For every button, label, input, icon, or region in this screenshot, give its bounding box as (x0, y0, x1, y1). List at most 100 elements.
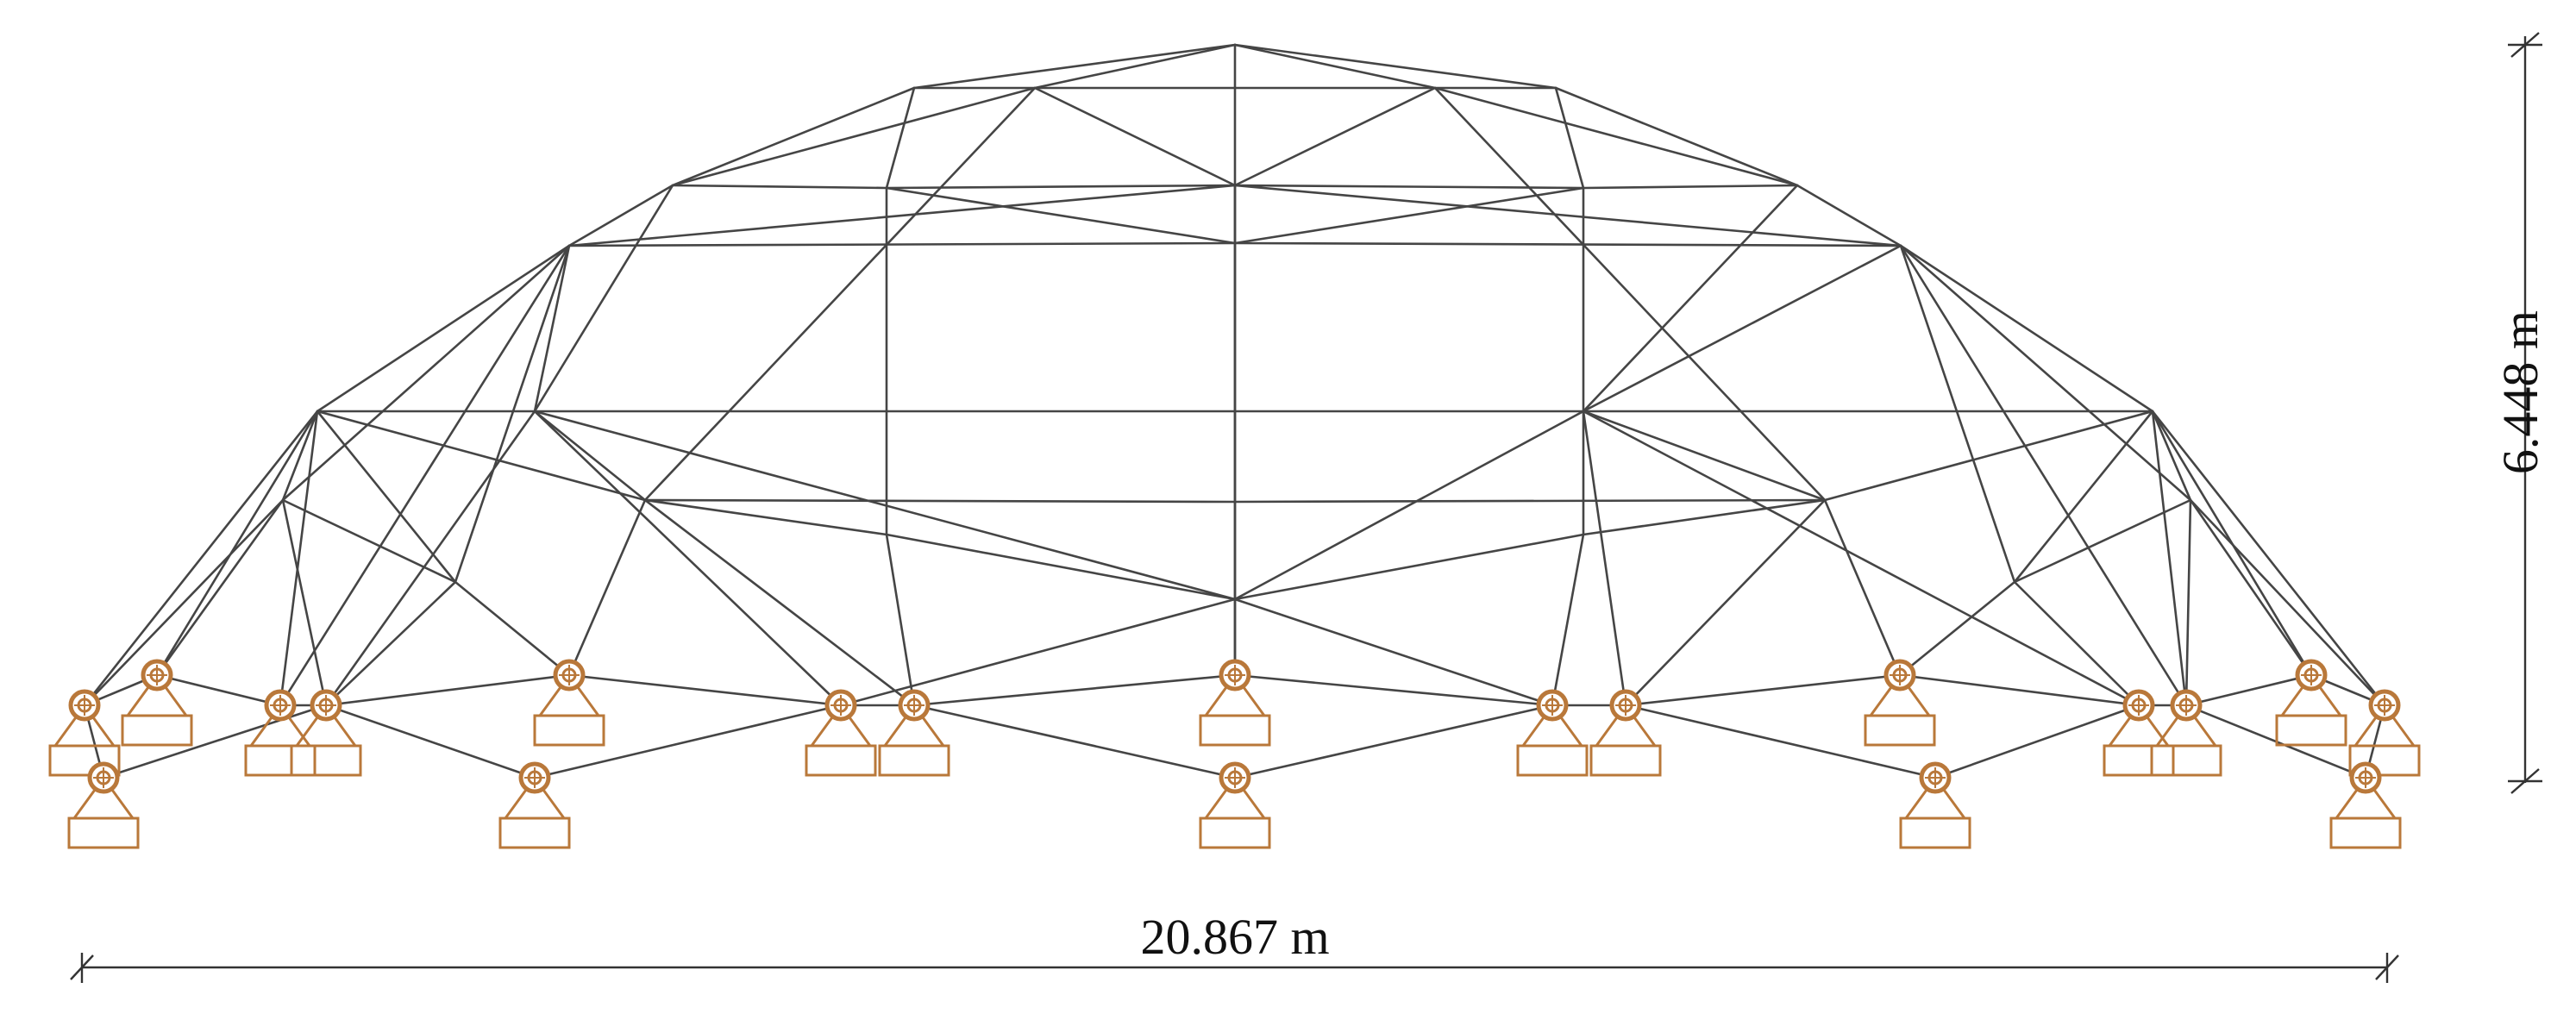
truss-member (324, 580, 457, 707)
truss-member (912, 673, 1237, 707)
pin-support-icon (2329, 761, 2402, 849)
truss-member (1582, 410, 1627, 707)
truss-member (1899, 244, 2154, 413)
pin-support-icon (1516, 689, 1589, 777)
truss-member (1233, 410, 1585, 601)
pin-support-icon (878, 689, 950, 777)
truss-member (1233, 673, 1554, 707)
truss-member (2013, 580, 2140, 707)
truss-member (316, 244, 571, 413)
truss-member (1582, 410, 2140, 707)
truss-member (533, 704, 843, 779)
truss-member (324, 704, 536, 779)
height-dimension-slash-top (2510, 32, 2540, 58)
support-nodes (48, 659, 2421, 849)
width-dimension-slash-left (70, 954, 94, 980)
truss-member (643, 498, 888, 536)
truss-member (2013, 410, 2154, 584)
truss-member (281, 410, 319, 502)
truss-member (155, 498, 285, 677)
pin-support-icon (2275, 659, 2347, 747)
truss-member (1624, 673, 1902, 707)
truss-member (643, 498, 1237, 504)
truss-member (533, 244, 571, 413)
truss-member (1582, 184, 1799, 413)
truss-member (671, 184, 888, 190)
truss-member (324, 410, 536, 707)
truss-member (1233, 704, 1554, 779)
truss-member (1582, 410, 1827, 502)
truss-member (1433, 86, 1827, 502)
pin-support-icon (1864, 659, 1936, 747)
pin-support-icon (2348, 689, 2421, 777)
truss-member (567, 498, 647, 677)
pin-support-icon (48, 689, 121, 777)
truss-member (567, 673, 843, 707)
truss-member (643, 86, 1037, 502)
truss-member (1823, 498, 1902, 677)
truss-member (533, 410, 843, 707)
dome-truss-members (83, 43, 2386, 779)
dimension-annotations (70, 32, 2542, 983)
truss-member (1899, 244, 2192, 502)
truss-member (885, 86, 916, 190)
truss-member (2189, 498, 2313, 677)
pin-support-icon (290, 689, 362, 777)
truss-member (912, 43, 1237, 90)
width-dimension-label: 20.867 m (1140, 909, 1329, 965)
truss-member (885, 186, 1237, 245)
pin-support-icon (244, 689, 317, 777)
truss-member (1899, 244, 2188, 707)
pin-support-icon (498, 761, 571, 849)
pin-support-icon (533, 659, 605, 747)
truss-member (1551, 533, 1585, 707)
height-dimension-label: 6.448 m (2492, 310, 2548, 474)
truss-member (1796, 184, 1902, 247)
truss-member (1554, 86, 1799, 187)
truss-member (2151, 410, 2188, 707)
truss-member (324, 673, 571, 707)
truss-member (1233, 186, 1585, 245)
truss-member (281, 498, 457, 584)
truss-member (1898, 673, 2140, 707)
pin-support-icon (1199, 761, 1271, 849)
truss-member (1233, 43, 1558, 90)
truss-member (1898, 580, 2016, 677)
truss-member (533, 410, 647, 502)
truss-member (533, 184, 674, 413)
truss-member (567, 184, 1237, 247)
truss-member (1823, 410, 2154, 502)
truss-member (885, 184, 1237, 190)
truss-member (1233, 184, 1585, 190)
truss-member (2184, 673, 2313, 707)
truss-member (885, 533, 1237, 601)
truss-member (567, 184, 674, 247)
truss-member (1033, 86, 1237, 187)
truss-member (316, 410, 457, 584)
truss-member (1899, 244, 2016, 584)
pin-support-icon (1199, 659, 1271, 747)
truss-member (454, 580, 571, 677)
pin-support-icon (67, 761, 140, 849)
truss-member (2013, 498, 2192, 584)
pin-support-icon (805, 689, 877, 777)
truss-member (454, 244, 571, 584)
pin-support-icon (121, 659, 193, 747)
width-dimension-slash-right (2375, 954, 2399, 980)
pin-support-icon (2103, 689, 2175, 777)
truss-member (1233, 241, 1902, 247)
truss-member (279, 244, 571, 707)
truss-member (155, 410, 319, 677)
truss-member (1233, 86, 1437, 187)
truss-member (2189, 498, 2386, 707)
truss-member (316, 410, 647, 502)
truss-member (1033, 43, 1237, 90)
truss-member (1582, 244, 1902, 413)
truss-member (155, 673, 282, 707)
truss-member (1433, 86, 1799, 187)
truss-member (671, 86, 916, 187)
truss-member (2151, 410, 2386, 707)
pin-support-icon (2150, 689, 2222, 777)
pin-support-icon (1589, 689, 1662, 777)
